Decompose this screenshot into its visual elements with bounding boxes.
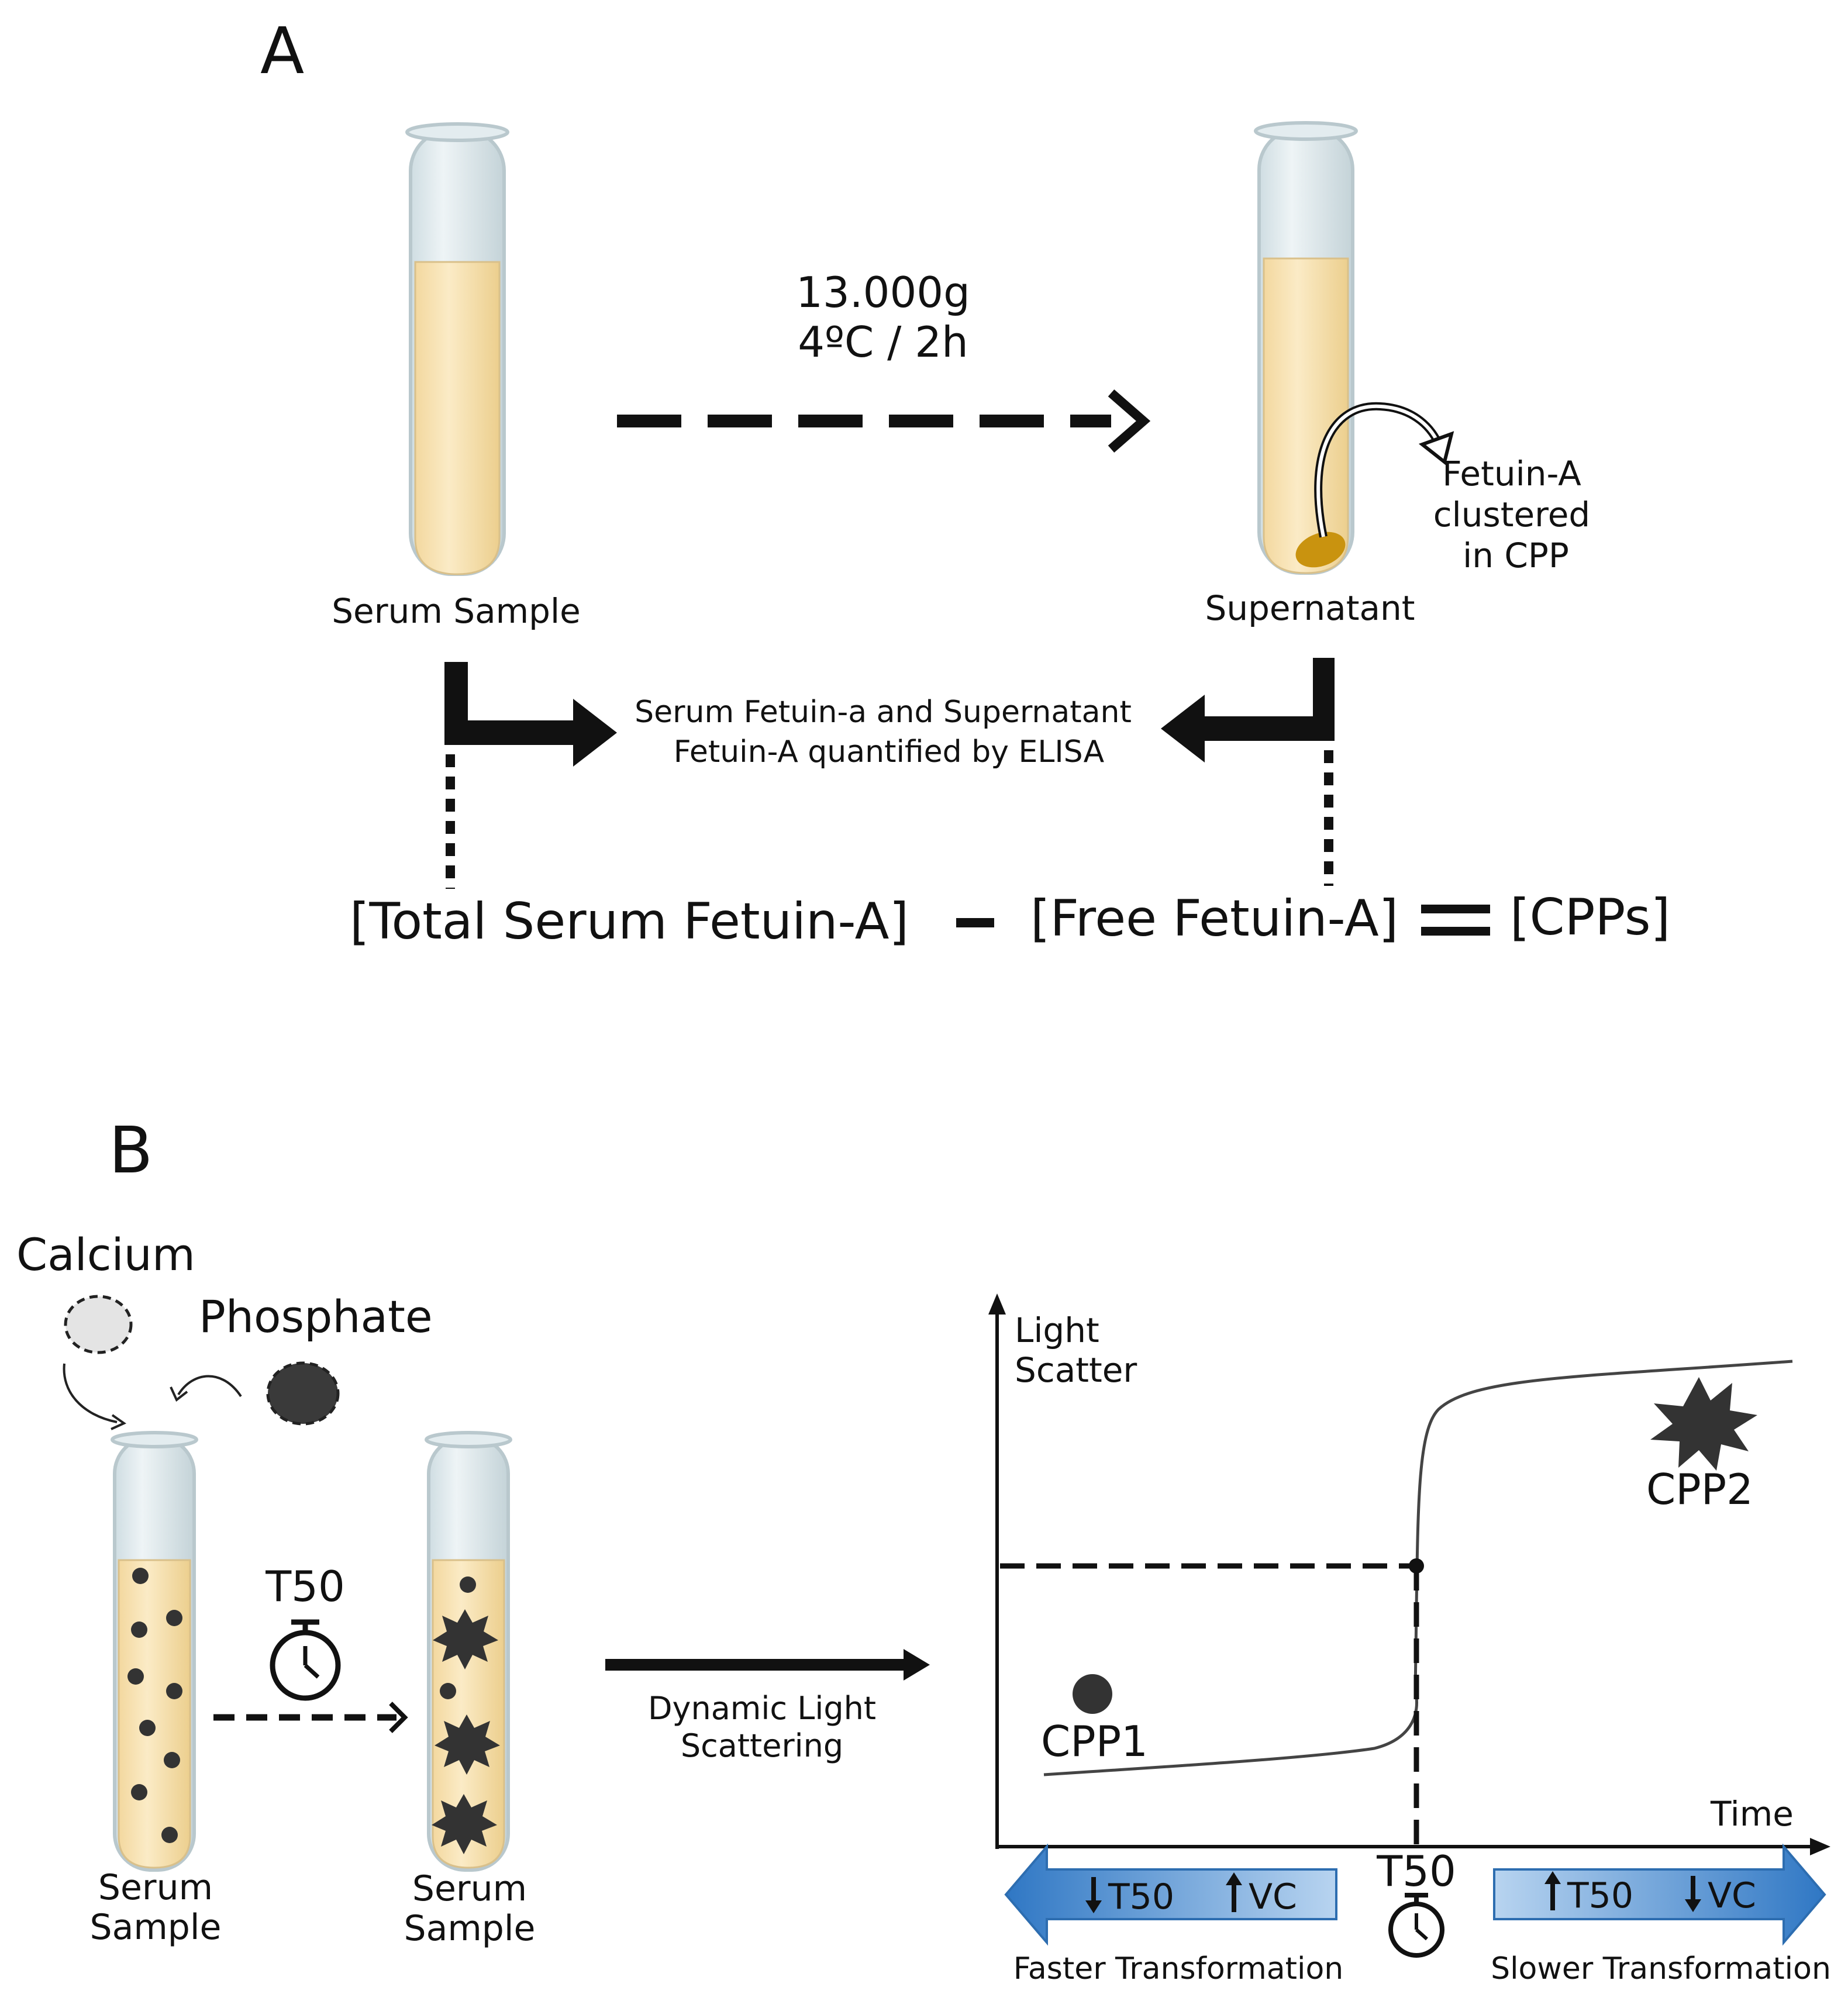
pellet-label-3: in CPP <box>1463 536 1569 575</box>
faster-t50-text: T50 <box>1108 1876 1174 1917</box>
y-axis-label-1: Light <box>1015 1310 1099 1350</box>
pellet-pointer-arrow <box>1314 402 1454 538</box>
calcium-add-arrow <box>63 1363 127 1430</box>
stopwatch-icon <box>270 1619 341 1701</box>
phosphate-ion-icon <box>266 1361 340 1426</box>
elisa-left-arrow <box>444 662 617 889</box>
t50-point <box>1409 1558 1424 1574</box>
particle-dot <box>161 1827 178 1843</box>
particle-dot <box>440 1683 456 1699</box>
calcium-label: Calcium <box>16 1229 195 1281</box>
centrifuge-arrow <box>617 389 1151 453</box>
serum-sample-tube <box>405 122 509 576</box>
faster-vc-text: VC <box>1249 1876 1297 1917</box>
particle-dot <box>166 1683 182 1699</box>
slower-t50-text: T50 <box>1567 1875 1633 1916</box>
dls-arrow <box>605 1649 930 1681</box>
cpp2-particle-icon <box>1650 1377 1757 1471</box>
stopwatch-axis-icon <box>1388 1893 1444 1958</box>
centrifuge-temp-time: 4ºC / 2h <box>798 318 968 367</box>
panel-b-letter: B <box>109 1113 153 1188</box>
particle-dot <box>131 1622 147 1638</box>
minus-sign <box>956 918 994 927</box>
pellet-label-1: Fetuin-A <box>1442 454 1581 494</box>
supernatant-label: Supernatant <box>1205 588 1415 628</box>
serum-sample-tube-b2 <box>425 1431 512 1872</box>
particle-dot <box>127 1668 144 1685</box>
centrifuge-speed: 13.000g <box>796 268 970 317</box>
slower-transformation-arrow: T50 VC <box>1493 1843 1826 1946</box>
particle-dot <box>166 1610 182 1626</box>
particle-dot <box>164 1752 180 1768</box>
equals-sign <box>1421 905 1490 936</box>
particle-dot <box>131 1784 147 1800</box>
equation-total-fetuin: [Total Serum Fetuin-A] <box>350 892 909 951</box>
slower-vc-text: VC <box>1708 1875 1756 1916</box>
tube-b1-label-2: Sample <box>90 1907 222 1948</box>
faster-transformation-arrow: T50 VC <box>1004 1843 1337 1946</box>
t50-axis-label: T50 <box>1376 1847 1456 1896</box>
dls-text-2: Scattering <box>681 1727 843 1764</box>
cpp1-label: CPP1 <box>1041 1717 1148 1766</box>
particle-dot <box>460 1576 476 1593</box>
serum-sample-label: Serum Sample <box>332 591 581 631</box>
panel-a-letter: A <box>260 13 304 88</box>
equation-cpps: [CPPs] <box>1510 888 1670 947</box>
x-axis-label: Time <box>1710 1794 1794 1834</box>
equation-free-fetuin: [Free Fetuin-A] <box>1030 889 1398 948</box>
serum-sample-tube-b1 <box>111 1431 198 1872</box>
cpp1-particle-icon <box>1073 1674 1112 1714</box>
tube-b2-label-1: Serum <box>412 1868 527 1909</box>
tube-b2-label-2: Sample <box>404 1908 536 1949</box>
elisa-right-arrow <box>1161 658 1335 886</box>
slower-transformation-label: Slower Transformation <box>1491 1951 1831 1986</box>
cpp-pellet <box>1295 532 1346 568</box>
particle-dot <box>132 1568 149 1584</box>
cpp-cluster-icon <box>433 1609 498 1669</box>
incubation-dashed-arrow <box>213 1702 408 1733</box>
cpp2-label: CPP2 <box>1646 1465 1753 1514</box>
light-scatter-curve <box>1043 1360 1793 1776</box>
faster-transformation-label: Faster Transformation <box>1013 1951 1344 1986</box>
dls-text-1: Dynamic Light <box>648 1690 876 1727</box>
phosphate-label: Phosphate <box>199 1291 433 1343</box>
t50-graph: Light Scatter Time CPP1 CPP2 T50 T50 <box>988 1293 1831 1986</box>
t50-label-b: T50 <box>265 1562 345 1611</box>
supernatant-tube <box>1254 121 1358 575</box>
phosphate-add-arrow <box>170 1375 242 1402</box>
cpp-cluster-icon <box>435 1714 500 1775</box>
elisa-text-1: Serum Fetuin-a and Supernatant <box>635 695 1132 730</box>
pellet-label-2: clustered <box>1433 495 1590 534</box>
calcium-ion-icon <box>64 1295 133 1354</box>
cpp-cluster-icon <box>432 1794 497 1854</box>
tube-b1-label-1: Serum <box>98 1867 213 1908</box>
particle-dot <box>139 1720 156 1736</box>
elisa-text-2: Fetuin-A quantified by ELISA <box>674 734 1105 770</box>
y-axis-label-2: Scatter <box>1015 1350 1137 1390</box>
